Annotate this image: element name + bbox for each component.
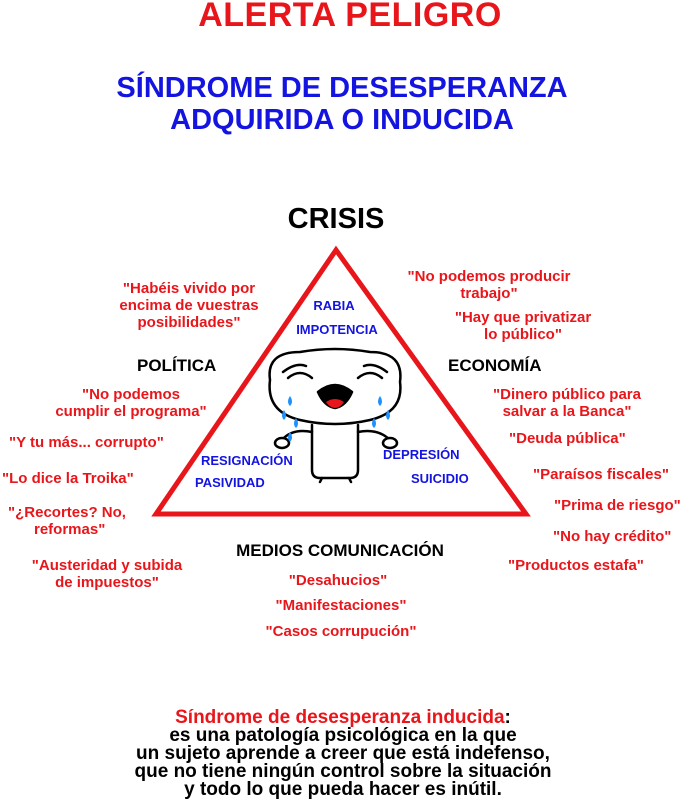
politics-label: POLÍTICA [137, 356, 217, 375]
quote-economy-1: "Dinero público para salvar a la Banca" [493, 386, 641, 420]
quote-crisis-left: "Habéis vivido por encima de vuestras po… [119, 280, 258, 331]
quote-media-2: "Manifestaciones" [275, 597, 407, 614]
crying-face-icon [268, 347, 402, 484]
quote-line: "No podemos producir [407, 268, 571, 285]
quote-politics-3: "Lo dice la Troika" [2, 470, 134, 487]
quote-economy-4: "Prima de riesgo" [554, 497, 681, 514]
quote-line: de impuestos" [55, 574, 159, 591]
quote-line: lo público" [484, 326, 562, 343]
quote-politics-2: "Y tu más... corrupto" [9, 434, 164, 451]
inner-word-rabia: RABIA [313, 298, 355, 313]
quote-line: posibilidades" [137, 314, 241, 331]
quote-line: cumplir el programa" [55, 403, 207, 420]
quote-economy-5: "No hay crédito" [553, 528, 672, 545]
quote-line: "¿Recortes? No, [8, 504, 126, 521]
quote-economy-3: "Paraísos fiscales" [533, 466, 669, 483]
quote-media-1: "Desahucios" [288, 572, 388, 589]
apex-label: CRISIS [287, 203, 385, 235]
definition-heading: Síndrome de desesperanza inducida: [175, 707, 511, 729]
quote-line: encima de vuestras [119, 297, 259, 314]
inner-word-suicidio: SUICIDIO [411, 471, 469, 486]
inner-word-depresion: DEPRESIÓN [383, 447, 460, 462]
definition-body: es una patología psicológica en la que u… [134, 725, 552, 800]
inner-word-resignacion: RESIGNACIÓN [201, 453, 293, 468]
tears-icon [282, 396, 390, 442]
economy-label: ECONOMÍA [448, 356, 542, 375]
alert-title: ALERTA PELIGRO [198, 0, 502, 34]
quote-crisis-right-1: "No podemos producir trabajo" [408, 268, 571, 302]
triangle-border [151, 245, 531, 517]
quote-politics-4: "¿Recortes? No, reformas" [8, 504, 126, 538]
quote-line: "Hay que privatizar [454, 309, 592, 326]
quote-line: "No podemos [82, 386, 180, 403]
syndrome-title-line2: ADQUIRIDA O INDUCIDA [170, 104, 514, 136]
quote-politics-5: "Austeridad y subida de impuestos" [32, 557, 182, 591]
definition-line: y todo lo que pueda hacer es inútil. [184, 779, 502, 800]
quote-line: reformas" [34, 521, 106, 538]
definition-term: Síndrome de desesperanza inducida [175, 707, 505, 728]
quote-line: "Austeridad y subida [31, 557, 183, 574]
quote-line: trabajo" [460, 285, 518, 302]
quote-line: "Dinero público para [493, 386, 641, 403]
definition-line: que no tiene ningún control sobre la sit… [134, 761, 552, 782]
definition-line: un sujeto aprende a creer que está indef… [136, 743, 550, 764]
syndrome-title: SÍNDROME DE DESESPERANZA ADQUIRIDA O IND… [116, 72, 567, 136]
quote-line: "Habéis vivido por [122, 280, 256, 297]
quote-media-3: "Casos corrupución" [265, 623, 417, 640]
quote-economy-6: "Productos estafa" [508, 557, 644, 574]
inner-word-pasividad: PASIVIDAD [195, 475, 265, 490]
quote-line: salvar a la Banca" [502, 403, 632, 420]
quote-politics-1: "No podemos cumplir el programa" [55, 386, 206, 420]
inner-word-impotencia: IMPOTENCIA [296, 322, 378, 337]
media-label: MEDIOS COMUNICACIÓN [236, 541, 444, 560]
quote-economy-2: "Deuda pública" [509, 430, 626, 447]
quote-crisis-right-2: "Hay que privatizar lo público" [455, 309, 591, 343]
definition-colon: : [504, 707, 511, 728]
definition-line: es una patología psicológica en la que [169, 725, 517, 746]
syndrome-title-line1: SÍNDROME DE DESESPERANZA [116, 72, 568, 104]
